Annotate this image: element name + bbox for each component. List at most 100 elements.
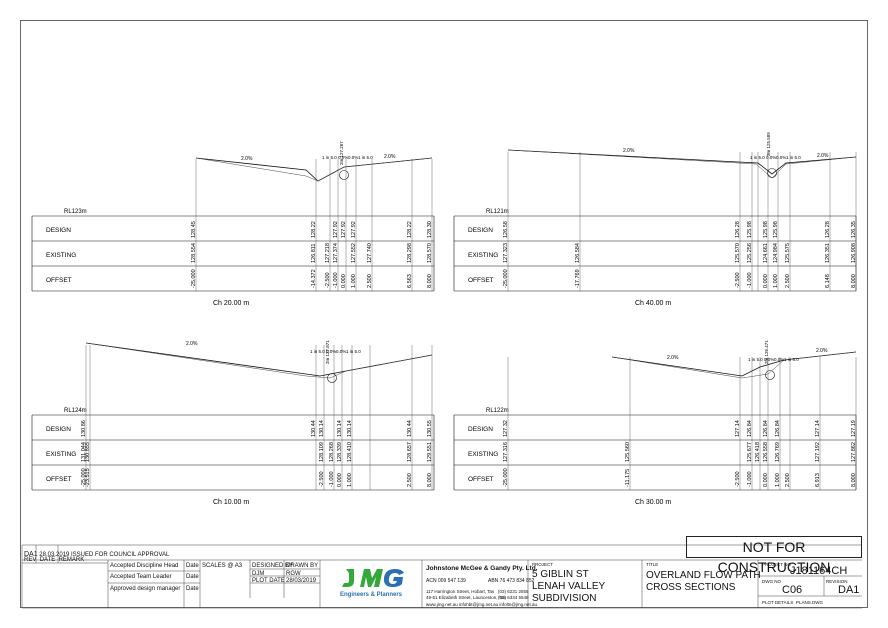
title-line-2: CROSS SECTIONS (646, 582, 736, 593)
grade-label: 2.0% (384, 154, 396, 160)
design-value: 127.19 (851, 420, 857, 437)
pipe-circle (765, 370, 775, 380)
road-crossfall-mid: 0.0% (766, 155, 776, 160)
company-name: Johnstone McGee & Gandy Pty. Ltd. (426, 565, 538, 572)
grade-label: 2.0% (241, 156, 253, 162)
existing-value: 126.418 (755, 442, 761, 462)
existing-value: 128.657 (407, 442, 413, 462)
offset-value: -14.372 (311, 269, 317, 288)
offset-value: -2.500 (735, 471, 741, 487)
phone-hobart: (03) 6231 2555 (498, 589, 529, 594)
existing-profile (85, 342, 433, 379)
pipe-circle (767, 168, 777, 178)
design-value: 130.14 (337, 420, 343, 437)
chainage-label: Ch 40.00 m (635, 300, 671, 307)
grade-label: 2.0% (816, 348, 828, 354)
design-value: 126.28 (735, 221, 741, 238)
title-line-1: OVERLAND FLOW PATH (646, 570, 761, 581)
design-value: 126.84 (775, 420, 781, 437)
design-value: 127.92 (341, 221, 347, 238)
chainage-label: Ch 30.00 m (635, 499, 671, 506)
road-crossfall-left: 1 in 5.0 (310, 349, 325, 354)
existing-value: 128.339 (337, 442, 343, 462)
row-label-existing: EXISTING (46, 451, 76, 458)
offset-value: -1.000 (747, 272, 753, 288)
design-profile (507, 149, 857, 175)
existing-value: 128.554 (191, 243, 197, 263)
road-crossfall-right: 1 in 5.0 (784, 357, 799, 362)
design-value: 125.98 (747, 221, 753, 238)
revision-label: REVISION (826, 579, 848, 584)
road-crossfall-mid2: 0.0% (336, 349, 346, 354)
revision-date: 28.03.2019 (39, 552, 70, 558)
row-label-offset: OFFSET (468, 277, 494, 284)
chainage-label: Ch 10.00 m (213, 499, 249, 506)
existing-value: 128.410 (347, 442, 353, 462)
offset-value: -1.000 (333, 272, 339, 288)
road-crossfall-mid2: 0.0% (776, 155, 786, 160)
design-value: 130.55 (427, 420, 433, 437)
existing-value: 127.740 (367, 243, 373, 263)
row-label-design: DESIGN (468, 426, 493, 433)
offset-value: 6.563 (407, 274, 413, 288)
row-label-offset: OFFSET (46, 476, 72, 483)
existing-value: 127.192 (815, 442, 821, 462)
offset-value: -25.000 (191, 269, 197, 288)
design-value: 128.30 (427, 221, 433, 238)
dwg-no-label: DWG NO (762, 579, 781, 584)
existing-profile (507, 149, 857, 179)
existing-value: 126.584 (575, 243, 581, 263)
project-no: J181164CH (790, 565, 848, 577)
approval-design-manager: Approved design manager (110, 586, 181, 592)
row-label-existing: EXISTING (468, 252, 498, 259)
existing-value: 128.570 (427, 243, 433, 263)
existing-profile (611, 351, 857, 379)
design-value: 130.14 (347, 420, 353, 437)
offset-value: 0.000 (763, 473, 769, 487)
offset-value: -1.000 (747, 471, 753, 487)
design-value: 126.58 (503, 221, 509, 238)
pipe-circle (339, 170, 349, 180)
existing-value: 126.908 (851, 243, 857, 263)
datum-label: RL121m (486, 209, 509, 215)
existing-value: 130.855 (85, 442, 91, 462)
rev-header: REV (24, 557, 37, 563)
existing-value: 125.677 (747, 442, 753, 462)
offset-value: -17.769 (575, 269, 581, 288)
existing-value: 125.560 (625, 442, 631, 462)
drawn-by-label: DRAWN BY (286, 563, 319, 569)
offset-value: -2.500 (735, 272, 741, 288)
revision-code: DA1 (24, 551, 38, 558)
project-line-1: 5 GIBLIN ST (532, 569, 589, 580)
design-profile (85, 342, 433, 377)
jmg-logo (342, 569, 404, 587)
offset-value: 2.500 (785, 473, 791, 487)
offset-value: 8.000 (427, 274, 433, 288)
existing-value: 127.862 (851, 442, 857, 462)
row-label-design: DESIGN (468, 227, 493, 234)
offset-value: 1.000 (775, 473, 781, 487)
existing-value: 128.298 (407, 243, 413, 263)
offset-value: 1.000 (351, 274, 357, 288)
existing-value: 126.351 (825, 243, 831, 263)
pipe-circle (327, 373, 337, 383)
existing-value: 126.811 (311, 244, 317, 263)
design-value: 125.98 (773, 221, 779, 238)
project-label: PROJECT (532, 562, 554, 567)
existing-value: 127.316 (503, 442, 509, 462)
datum-label: RL122m (486, 408, 509, 414)
approval-date-3: Date (186, 586, 199, 592)
design-value: 125.98 (763, 221, 769, 238)
offset-value: -25.000 (503, 468, 509, 487)
existing-value: 131.044 (81, 442, 87, 462)
design-value: 127.92 (351, 221, 357, 238)
offset-value: 1.000 (347, 473, 353, 487)
design-value: 130.86 (81, 420, 87, 437)
level-marker: 2m 126.471 (764, 340, 769, 364)
design-value: 127.92 (333, 221, 339, 238)
road-crossfall-right: 1 in 5.0 (358, 155, 373, 160)
plot-date-label: PLOT DATE (252, 578, 285, 584)
road-crossfall-mid: 0.0% (338, 155, 348, 160)
grade-label: 2.0% (817, 153, 829, 159)
existing-value: 124.661 (763, 243, 769, 263)
